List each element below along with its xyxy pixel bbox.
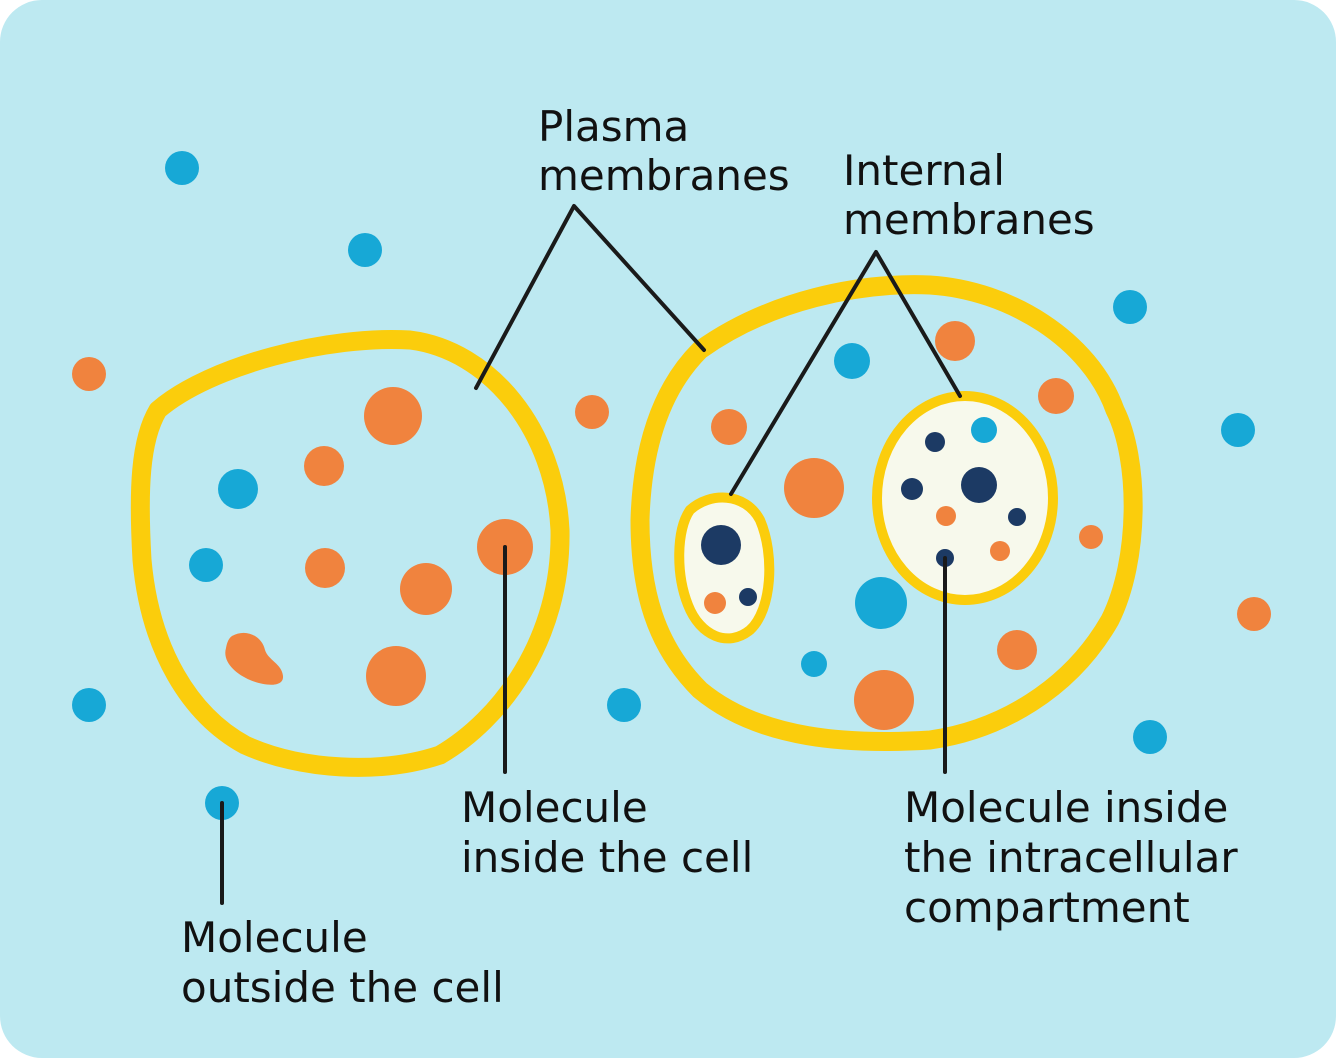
label-line: Plasma — [538, 102, 689, 151]
molecule-orange — [1237, 597, 1271, 631]
large-intracellular-compartment — [872, 391, 1058, 605]
label-line: membranes — [538, 151, 790, 200]
molecule-navy — [901, 478, 923, 500]
molecule-orange — [1079, 525, 1103, 549]
molecule-orange — [936, 506, 956, 526]
molecule-orange — [1038, 378, 1074, 414]
molecule-orange — [575, 395, 609, 429]
molecule-blue — [1221, 413, 1255, 447]
molecule-blue — [855, 577, 907, 629]
molecule-orange — [304, 446, 344, 486]
molecule-blue — [1113, 290, 1147, 324]
molecule-blue — [607, 688, 641, 722]
molecule-orange — [711, 409, 747, 445]
molecule-blue — [801, 651, 827, 677]
molecule-orange — [935, 321, 975, 361]
large-internal-membrane — [872, 391, 1058, 605]
right-cell-plasma-membrane — [630, 275, 1143, 752]
molecule-navy — [925, 432, 945, 452]
label-line: outside the cell — [181, 963, 504, 1012]
molecule-blue — [834, 343, 870, 379]
molecule-blue — [165, 151, 199, 185]
molecule-blue — [971, 417, 997, 443]
label-plasma-membranes: Plasma membranes — [538, 102, 790, 200]
right-cell — [630, 275, 1143, 752]
label-molecule-outside-cell: Molecule outside the cell — [181, 913, 504, 1012]
molecule-blue — [218, 469, 258, 509]
molecule-orange — [366, 646, 426, 706]
internal-membranes-pointer — [729, 250, 962, 496]
label-line: the intracellular — [904, 833, 1238, 882]
molecule-orange — [305, 548, 345, 588]
plasma-membranes-pointer — [474, 204, 706, 390]
molecule-orange — [704, 592, 726, 614]
label-line: Internal — [843, 146, 1005, 195]
molecule-blue — [189, 548, 223, 582]
label-line: Molecule inside — [904, 783, 1228, 832]
molecule-orange — [784, 458, 844, 518]
left-cell-plasma-membrane — [130, 329, 570, 777]
molecule-blue — [72, 688, 106, 722]
molecule-orange — [997, 630, 1037, 670]
small-internal-membrane — [674, 492, 775, 644]
label-internal-membranes: Internal membranes — [843, 146, 1095, 244]
molecule-orange — [854, 670, 914, 730]
label-line: Molecule — [461, 783, 648, 832]
label-molecule-inside-cell: Molecule inside the cell — [461, 783, 753, 882]
molecule-orange — [400, 563, 452, 615]
molecule-blue — [1133, 720, 1167, 754]
molecule-navy — [739, 588, 757, 606]
extracellular-molecules — [72, 151, 1271, 820]
molecule-navy — [961, 467, 997, 503]
label-molecule-inside-compartment: Molecule inside the intracellular compar… — [904, 783, 1251, 932]
pointer-lines — [220, 204, 962, 905]
molecule-navy — [1008, 508, 1026, 526]
label-line: compartment — [904, 883, 1190, 932]
molecule-orange — [72, 357, 106, 391]
molecule-orange-blob — [225, 632, 284, 685]
small-intracellular-compartment — [674, 492, 775, 644]
label-line: membranes — [843, 195, 1095, 244]
label-line: Molecule — [181, 913, 368, 962]
molecule-blue — [348, 233, 382, 267]
molecule-orange — [364, 387, 422, 445]
molecule-navy — [701, 525, 741, 565]
molecule-orange — [990, 541, 1010, 561]
label-line: inside the cell — [461, 833, 753, 882]
